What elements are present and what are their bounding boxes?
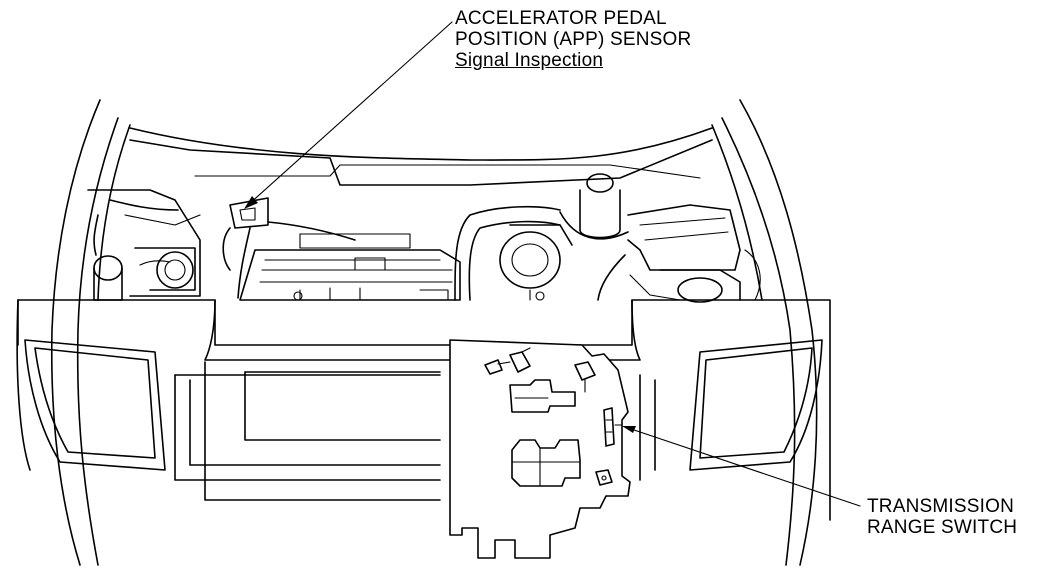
signal-inspection-link[interactable]: Signal Inspection	[455, 50, 604, 71]
app-sensor-arrowhead	[244, 196, 258, 209]
front-bumper-grille	[16, 299, 831, 521]
trs-leader-line	[627, 427, 861, 507]
trs-label-line1: TRANSMISSION	[867, 496, 1015, 517]
callout-leaders	[244, 21, 861, 507]
engine-components	[87, 173, 761, 303]
app-sensor-leader-line	[247, 21, 453, 206]
trs-label-line2: RANGE SWITCH	[867, 517, 1018, 538]
app-sensor-label-line1: ACCELERATOR PEDAL	[455, 8, 667, 29]
app-sensor-callout: ACCELERATOR PEDAL POSITION (APP) SENSOR …	[455, 8, 691, 71]
vehicle-body-outline	[50, 99, 818, 566]
transmission-case-inset	[449, 339, 631, 559]
trs-arrowhead	[622, 426, 636, 433]
transmission-range-switch-callout: TRANSMISSION RANGE SWITCH	[867, 496, 1017, 538]
app-sensor-label-line2: POSITION (APP) SENSOR	[455, 29, 692, 50]
